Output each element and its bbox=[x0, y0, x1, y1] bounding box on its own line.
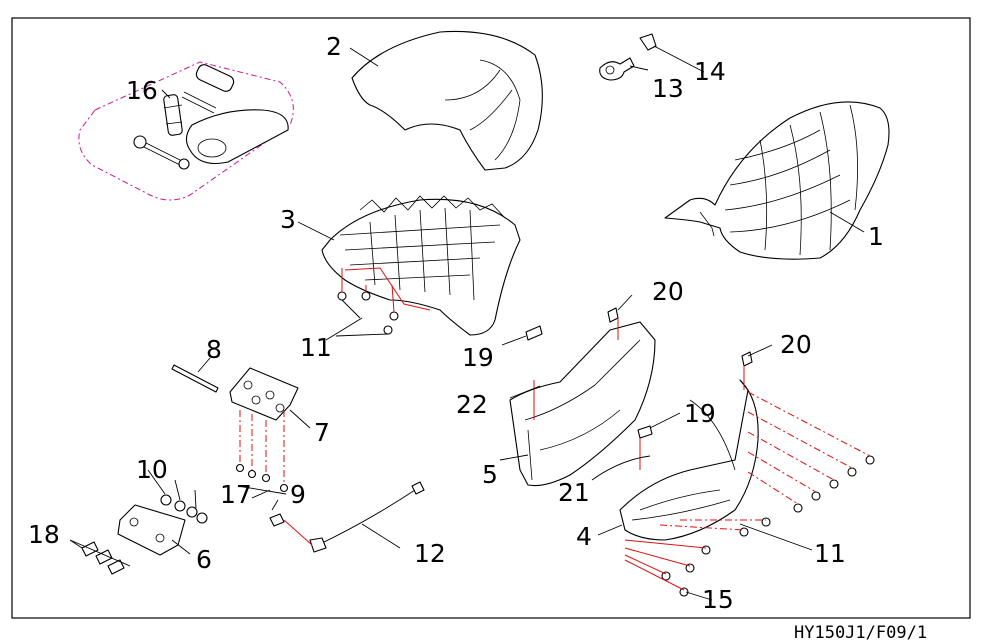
drawing-code: HY150J1/F09/1 bbox=[794, 623, 927, 643]
hardware-13-14 bbox=[599, 33, 657, 81]
tool-kit bbox=[78, 61, 294, 201]
hinge-rod bbox=[171, 364, 219, 393]
label-part-11-left: 11 bbox=[300, 333, 332, 362]
label-part-9: 9 bbox=[290, 480, 306, 509]
label-part-2: 2 bbox=[326, 32, 342, 61]
label-part-6: 6 bbox=[196, 545, 212, 574]
label-part-20-right: 20 bbox=[780, 330, 812, 359]
seat-lock-cable bbox=[269, 481, 425, 553]
label-part-1: 1 bbox=[868, 222, 884, 251]
fasteners bbox=[235, 291, 875, 597]
label-part-7: 7 bbox=[314, 418, 330, 447]
part-labels: 1 2 3 4 5 6 7 8 9 10 11 11 12 13 14 15 1… bbox=[28, 32, 884, 614]
main-seat bbox=[664, 101, 890, 260]
label-part-11-right: 11 bbox=[814, 539, 846, 568]
label-part-18: 18 bbox=[28, 520, 60, 549]
seat-frame bbox=[321, 195, 521, 336]
label-part-21: 21 bbox=[558, 478, 590, 507]
label-part-5: 5 bbox=[482, 460, 498, 489]
label-part-19-left: 19 bbox=[462, 343, 494, 372]
latch-assembly bbox=[81, 494, 208, 575]
label-part-4: 4 bbox=[576, 522, 592, 551]
right-storage-tray bbox=[619, 379, 759, 541]
label-part-22: 22 bbox=[456, 390, 488, 419]
screw-row bbox=[661, 455, 875, 597]
bracket-screws bbox=[235, 463, 289, 493]
left-storage-tray bbox=[509, 321, 656, 487]
label-part-16: 16 bbox=[126, 76, 158, 105]
label-part-10: 10 bbox=[136, 455, 168, 484]
rear-seat-cover bbox=[351, 30, 543, 171]
label-part-3: 3 bbox=[280, 205, 296, 234]
label-part-15: 15 bbox=[702, 585, 734, 614]
label-part-13: 13 bbox=[652, 74, 684, 103]
fastener-paths bbox=[239, 267, 871, 591]
hinge-bracket bbox=[229, 367, 299, 421]
label-part-17: 17 bbox=[220, 480, 252, 509]
label-part-20-left: 20 bbox=[652, 277, 684, 306]
label-part-14: 14 bbox=[694, 57, 726, 86]
label-part-19-right: 19 bbox=[684, 399, 716, 428]
label-part-12: 12 bbox=[414, 539, 446, 568]
drawing-frame bbox=[11, 17, 971, 619]
leader-lines bbox=[69, 45, 865, 601]
label-part-8: 8 bbox=[206, 335, 222, 364]
